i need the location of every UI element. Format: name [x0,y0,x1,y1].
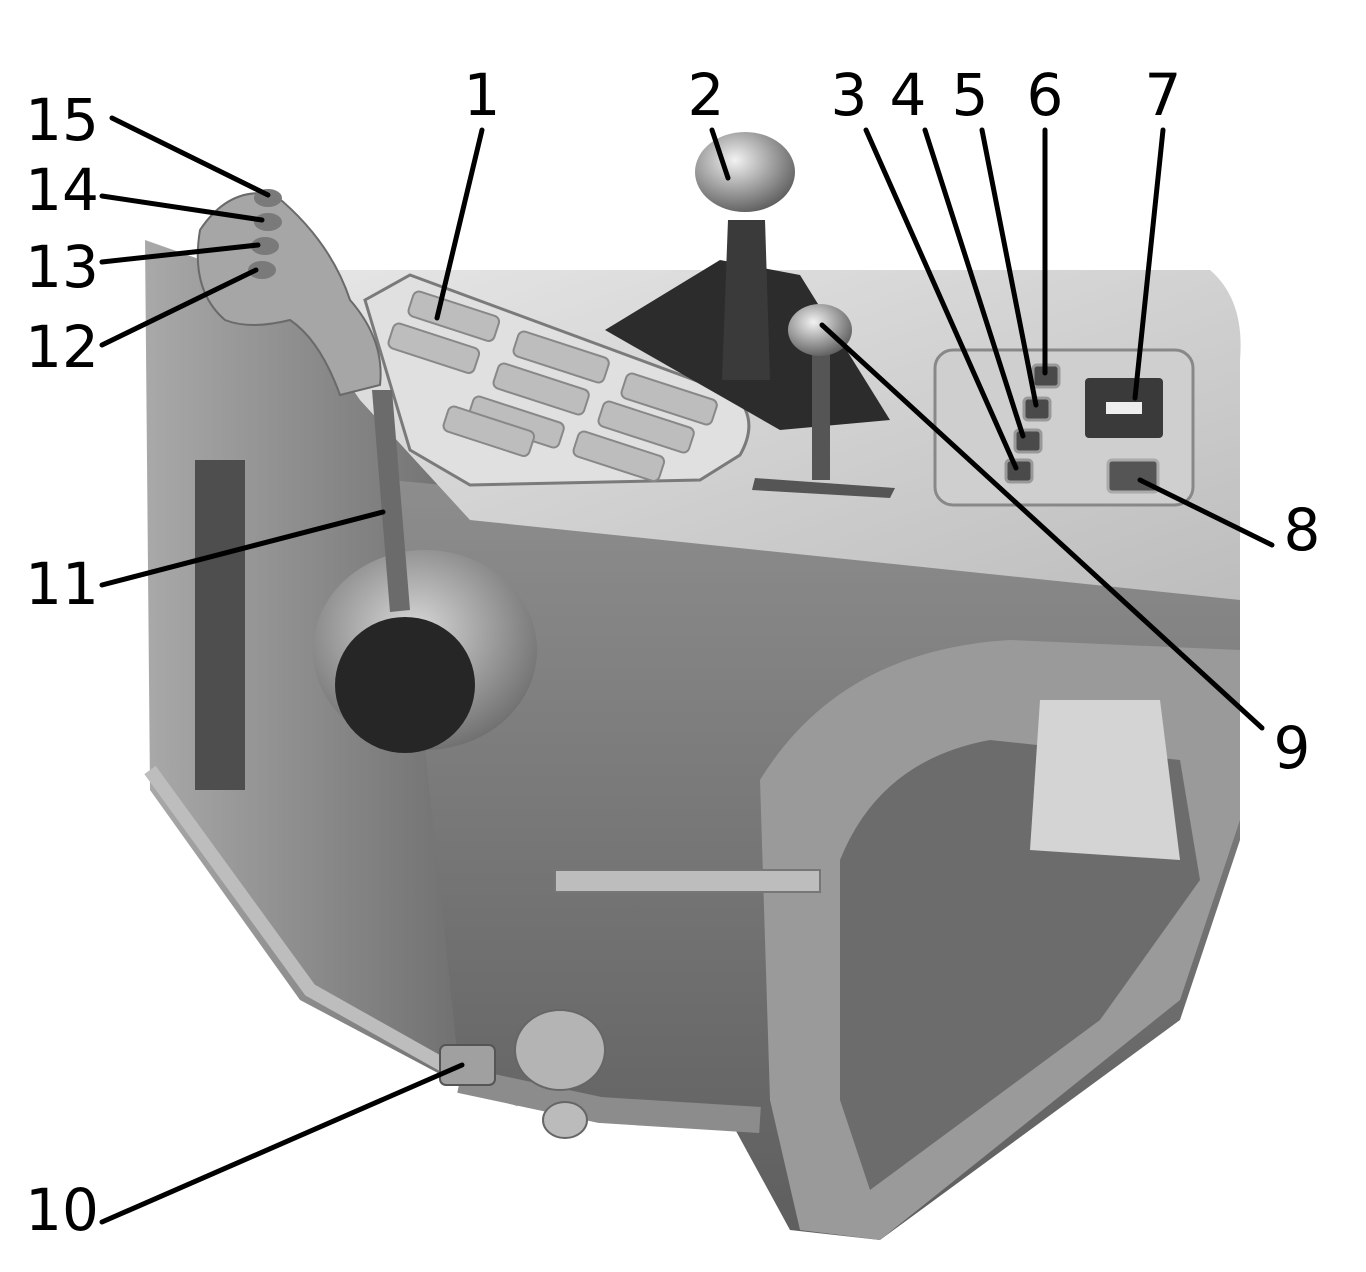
leader-10 [99,1062,465,1225]
range-lever-slot [752,478,895,498]
leader-8 [1137,477,1275,548]
label-6: 6 [1027,61,1064,129]
display-window-glass [1106,402,1142,414]
label-5: 5 [952,61,989,129]
label-4: 4 [890,61,927,129]
leader-1 [434,127,485,321]
range-lever-stem [812,340,830,480]
leader-13 [99,242,261,265]
leader-9 [819,322,1265,731]
leader-3 [863,127,1019,471]
side-slot-upper [195,460,245,630]
pedal-pad [439,1044,496,1086]
label-12: 12 [25,313,99,381]
label-3: 3 [831,61,868,129]
fuse-keys [387,290,718,482]
gear-lever-stem [722,220,770,380]
leader-15 [109,115,271,198]
pedal-pivot [514,1009,606,1091]
range-lever-knob [788,304,852,356]
label-10: 10 [25,1176,99,1244]
label-1: 1 [464,61,501,129]
leader-12 [99,267,259,348]
switch-buttons [1004,363,1061,484]
leader-11 [99,509,386,588]
pedal-arm [457,1067,761,1133]
label-9: 9 [1274,714,1311,782]
armrest-slot [1030,700,1180,860]
leader-7 [1132,127,1166,401]
callout-labels: 1 2 3 4 5 6 7 8 9 10 11 12 13 14 15 [25,61,1320,1244]
leader-lines [99,115,1275,1225]
label-2: 2 [688,61,725,129]
gear-lever-knob [695,132,795,212]
leader-2 [709,127,731,181]
label-13: 13 [25,233,99,301]
brake-rod [554,869,821,893]
pedal-hub [542,1101,588,1139]
label-11: 11 [25,550,99,618]
joystick-shaft [372,390,410,612]
leader-4 [922,127,1026,439]
leader-5 [979,127,1039,408]
cup-holder-base [335,617,475,753]
side-slot-lower [195,620,245,790]
label-15: 15 [25,86,99,154]
label-7: 7 [1145,61,1182,129]
label-8: 8 [1284,496,1321,564]
label-14: 14 [25,156,99,224]
leader-14 [99,193,265,223]
